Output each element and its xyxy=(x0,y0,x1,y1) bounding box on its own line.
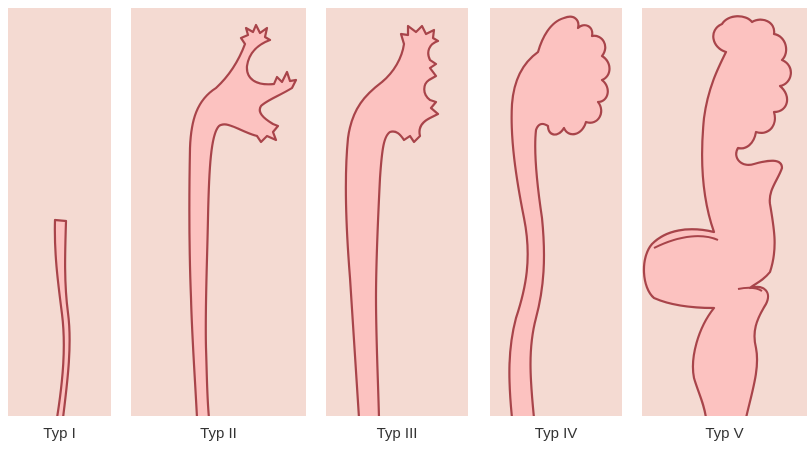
ureter-typ-5-illustration xyxy=(642,8,807,416)
label-typ-4: Typ IV xyxy=(490,425,622,442)
label-typ-3: Typ III xyxy=(326,425,468,442)
panel-typ-1 xyxy=(8,8,111,416)
ureter-shape xyxy=(644,16,791,416)
panel-typ-5 xyxy=(642,8,807,416)
panel-typ-2 xyxy=(131,8,306,416)
ureter-typ-1-illustration xyxy=(8,8,111,416)
ureter-shape xyxy=(189,25,296,416)
label-typ-5: Typ V xyxy=(642,425,807,442)
ureter-typ-2-illustration xyxy=(131,8,306,416)
panel-typ-4 xyxy=(490,8,622,416)
ureter-shape xyxy=(55,220,70,416)
ureter-shape xyxy=(346,26,438,416)
label-typ-1: Typ I xyxy=(8,425,111,442)
label-typ-2: Typ II xyxy=(131,425,306,442)
ureter-typ-3-illustration xyxy=(326,8,468,416)
panel-typ-3 xyxy=(326,8,468,416)
ureter-shape xyxy=(509,17,609,416)
ureter-typ-4-illustration xyxy=(490,8,622,416)
